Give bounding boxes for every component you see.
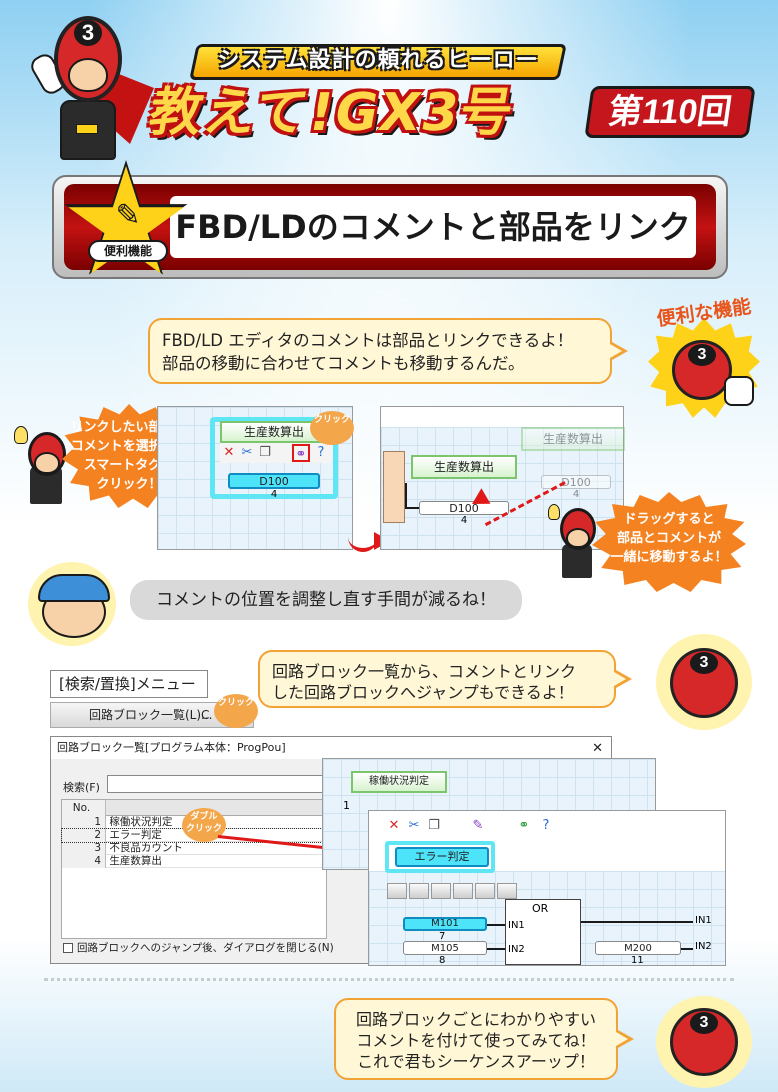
cut-icon[interactable]: ✂ bbox=[241, 445, 253, 460]
cut-icon[interactable]: ✂ bbox=[408, 818, 420, 833]
link-icon[interactable]: ⚭ bbox=[292, 444, 310, 462]
or-block[interactable]: OR IN1 IN2 bbox=[505, 899, 581, 965]
intro-speech-bubble: FBD/LD エディタのコメントは部品とリンクできるよ！ 部品の移動に合わせてコ… bbox=[148, 318, 612, 384]
align-right-icon[interactable] bbox=[431, 883, 451, 899]
search-label: 検索(F) bbox=[63, 781, 100, 794]
lightbulb-icon bbox=[548, 504, 560, 520]
close-after-jump-label: 回路ブロックへのジャンプ後、ダイアログを閉じる(N) bbox=[77, 942, 334, 954]
close-icon[interactable]: ✕ bbox=[223, 445, 235, 460]
fbd-block-production[interactable]: 生産数算出 bbox=[220, 421, 328, 443]
boy-speech-bubble: コメントの位置を調整し直す手間が減るね！ bbox=[130, 580, 522, 620]
close-after-jump-checkbox[interactable] bbox=[63, 943, 73, 953]
copy-icon[interactable]: ❐ bbox=[428, 818, 440, 833]
feature-title: FBD/LDのコメントと部品をリンク bbox=[170, 196, 696, 258]
section-divider bbox=[44, 978, 734, 981]
help-icon[interactable]: ? bbox=[542, 818, 550, 833]
fbd-block-production-moved[interactable]: 生産数算出 bbox=[411, 455, 517, 479]
dialog-title: 回路ブロック一覧[プログラム本体：ProgPou] bbox=[51, 737, 611, 759]
category-label: 便利機能 bbox=[88, 240, 168, 262]
lightbulb-icon: ✎ bbox=[115, 198, 141, 233]
editor-screenshot-before: 生産数算出 ✕ ✂ ❐ ⚭ ? D100 4 クリック bbox=[157, 406, 354, 550]
hero-head-closing: 3 bbox=[656, 996, 752, 1088]
copy-icon[interactable]: ❐ bbox=[259, 445, 271, 460]
link-icon[interactable]: ⚭ bbox=[518, 818, 530, 833]
click-hand-icon: クリック bbox=[214, 694, 258, 728]
align-center-icon[interactable] bbox=[409, 883, 429, 899]
search-input[interactable] bbox=[107, 775, 327, 793]
useful-feature-badge: 3 便利な機能 bbox=[642, 295, 766, 422]
header-subtitle: システム設計の頼れるヒーロー bbox=[217, 48, 539, 73]
fbd-var-m105[interactable]: M105 bbox=[403, 941, 487, 955]
editor-front-window: ✕ ✂ ❐ ✎ ⚭ ? エラー判定 OR IN1 IN2 M101 7 M105… bbox=[368, 810, 726, 966]
align-bottom-icon[interactable] bbox=[497, 883, 517, 899]
table-row[interactable]: 4 生産数算出 bbox=[62, 855, 326, 868]
hero-mascot: 3 bbox=[24, 14, 154, 164]
curved-arrow-icon bbox=[348, 534, 378, 552]
fbd-var-m200[interactable]: M200 bbox=[595, 941, 681, 955]
menu-label: [検索/置換]メニュー bbox=[50, 670, 208, 698]
align-top-icon[interactable] bbox=[453, 883, 473, 899]
dialog-close-button[interactable]: ✕ bbox=[592, 741, 603, 756]
jump-speech-bubble: 回路ブロック一覧から、コメントとリンク した回路ブロックへジャンプもできるよ！ bbox=[258, 650, 616, 708]
header-title: 教えて!GX3号 bbox=[144, 83, 520, 143]
episode-badge: 第110回 bbox=[584, 86, 756, 138]
cap-icon bbox=[38, 574, 110, 602]
hand-icon bbox=[724, 376, 754, 406]
fbd-var-d100-moved[interactable]: D100 bbox=[419, 501, 509, 515]
ghost-fbd-var: D100 bbox=[541, 475, 611, 489]
menu-item-circuit-block-list[interactable]: 回路ブロック一覧(L)... bbox=[89, 708, 213, 722]
lightbulb-icon bbox=[14, 426, 28, 444]
column-header-no: No. bbox=[62, 800, 106, 816]
editor-toolbar: ✕ ✂ ❐ ✎ ⚭ ? bbox=[385, 817, 550, 837]
boy-character bbox=[24, 558, 120, 648]
mini-hero-left bbox=[14, 426, 74, 506]
hero-head-jump: 3 bbox=[656, 634, 752, 730]
fbd-block-operating-status[interactable]: 稼働状況判定 bbox=[351, 771, 447, 793]
click-hand-icon: クリック bbox=[310, 411, 354, 445]
smart-tag-toolbar[interactable]: ✕ ✂ ❐ ⚭ ? bbox=[220, 443, 332, 463]
hero-number: 3 bbox=[74, 20, 102, 46]
fbd-var-number: 4 bbox=[270, 489, 278, 500]
mini-hero-right bbox=[548, 500, 604, 580]
fbd-var-m101[interactable]: M101 bbox=[403, 917, 487, 931]
help-icon[interactable]: ? bbox=[317, 445, 325, 460]
closing-speech-bubble: 回路ブロックごとにわかりやすい コメントを付けて使ってみてね！ これで君もシーケ… bbox=[334, 998, 618, 1080]
table-row[interactable]: 3 不良品カウント bbox=[62, 842, 326, 855]
table-row[interactable]: 1 稼働状況判定 bbox=[62, 816, 326, 829]
align-left-icon[interactable] bbox=[387, 883, 407, 899]
align-toolbar bbox=[387, 883, 527, 901]
close-icon[interactable]: ✕ bbox=[388, 818, 400, 833]
align-middle-icon[interactable] bbox=[475, 883, 495, 899]
pen-icon[interactable]: ✎ bbox=[472, 818, 484, 833]
step2-callout-text: ドラッグすると 部品とコメントが 一緒に移動するよ！ bbox=[610, 512, 728, 565]
fbd-block-error-check[interactable]: エラー判定 bbox=[395, 847, 489, 867]
fbd-var-d100[interactable]: D100 bbox=[228, 473, 320, 489]
ghost-fbd-block: 生産数算出 bbox=[521, 427, 625, 451]
